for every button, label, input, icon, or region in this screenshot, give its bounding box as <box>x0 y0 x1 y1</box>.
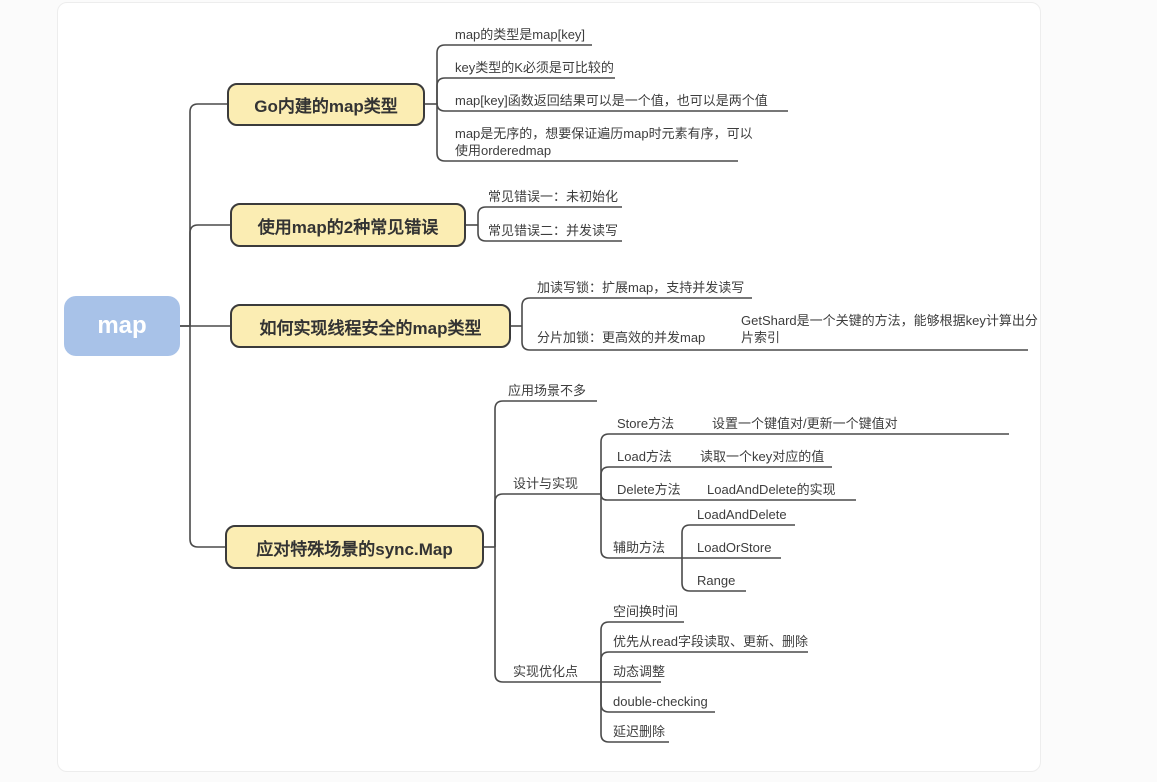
node-map-return-values[interactable]: map[key]函数返回结果可以是一个值，也可以是两个值 <box>455 93 768 108</box>
node-key-comparable[interactable]: key类型的K必须是可比较的 <box>455 60 614 75</box>
node-map-type[interactable]: map的类型是map[key] <box>455 27 586 42</box>
node-double-checking[interactable]: double-checking <box>613 694 708 709</box>
node-space-for-time[interactable]: 空间换时间 <box>613 604 679 619</box>
branch-go-builtin-map[interactable]: Go内建的map类型 <box>227 83 425 126</box>
node-read-field-first[interactable]: 优先从read字段读取、更新、删除 <box>613 634 809 649</box>
node-store-method[interactable]: Store方法 <box>617 416 675 431</box>
node-optimizations[interactable]: 实现优化点 <box>513 664 579 679</box>
branch-two-common-mistakes[interactable]: 使用map的2种常见错误 <box>230 203 466 247</box>
node-delete-method[interactable]: Delete方法 <box>617 482 681 497</box>
node-delete-desc[interactable]: LoadAndDelete的实现 <box>707 482 836 497</box>
node-map-unordered[interactable]: map是无序的，想要保证遍历map时元素有序，可以使用orderedmap <box>455 126 753 158</box>
branch-thread-safe-map[interactable]: 如何实现线程安全的map类型 <box>230 304 511 348</box>
node-getshard[interactable]: GetShard是一个关键的方法，能够根据key计算出分片索引 <box>741 313 1038 345</box>
branch-sync-map[interactable]: 应对特殊场景的sync.Map <box>225 525 484 569</box>
node-shard-lock[interactable]: 分片加锁：更高效的并发map <box>537 330 706 345</box>
node-load-desc[interactable]: 读取一个key对应的值 <box>700 449 825 464</box>
node-few-use-cases[interactable]: 应用场景不多 <box>508 383 587 398</box>
node-helper-methods[interactable]: 辅助方法 <box>613 540 666 555</box>
node-mistake-concurrent-rw[interactable]: 常见错误二：并发读写 <box>488 223 619 238</box>
node-loadorstore[interactable]: LoadOrStore <box>697 540 772 555</box>
node-lazy-delete[interactable]: 延迟删除 <box>613 724 666 739</box>
root-node-map[interactable]: map <box>64 296 180 356</box>
node-rwlock[interactable]: 加读写锁：扩展map，支持并发读写 <box>537 280 745 295</box>
node-load-method[interactable]: Load方法 <box>617 449 672 464</box>
node-dynamic-adjust[interactable]: 动态调整 <box>613 664 666 679</box>
node-loadanddelete[interactable]: LoadAndDelete <box>697 507 787 522</box>
node-mistake-uninitialized[interactable]: 常见错误一：未初始化 <box>488 189 619 204</box>
node-range[interactable]: Range <box>697 573 736 588</box>
node-design-implementation[interactable]: 设计与实现 <box>513 476 579 491</box>
node-store-desc[interactable]: 设置一个键值对/更新一个键值对 <box>712 416 898 431</box>
